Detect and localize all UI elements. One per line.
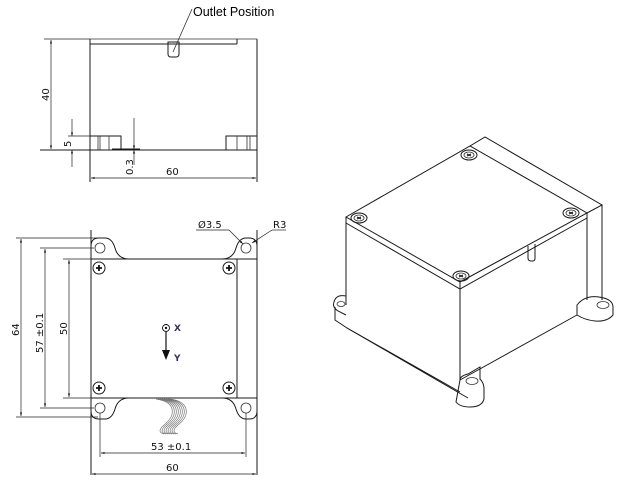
iso-outlet [527,244,536,262]
corner-radius-label: R3 [273,220,286,231]
screw-icon [92,261,106,275]
body-height-50-dim: 50 [59,322,70,335]
screw-icon [460,149,478,161]
outlet-position-label: Outlet Position [193,5,274,19]
screw-icon [222,381,236,395]
axis-indicator: X Y [162,324,181,364]
outlet-shape [167,41,180,58]
iso-flange-right [576,296,614,322]
hole-pitch-53-dim: 53 ±0.1 [151,442,191,453]
iso-flange-front [455,366,485,408]
screw-icon [562,207,580,219]
hole-diameter-label: Ø3.5 [198,219,222,231]
lid-top-face [344,145,589,283]
axis-y-label: Y [173,354,181,364]
screw-icon [222,261,236,275]
isometric-view [333,136,614,408]
screw-icon [350,212,368,224]
top-view: X Y Ø3.5 R3 64 57 ±0.1 50 53 ±0.1 6 [11,219,286,476]
cable-bundle [155,398,187,435]
flange-bottom-right [221,397,258,420]
side-view: Outlet Position 40 5 0.3 60 [40,5,274,182]
mount-hole-top-right [240,242,252,254]
hole-pitch-57-dim: 57 ±0.1 [35,313,46,353]
screw-icon [452,270,470,282]
gap-0-3-dim: 0.3 [125,159,136,175]
height-40-dim: 40 [41,88,52,101]
outer-height-64-dim: 64 [11,323,22,336]
flange-bottom-left [90,397,130,420]
outlet-leader [172,8,193,53]
iso-flange-left [333,295,347,316]
mount-hole-bottom-right [240,402,252,414]
flange-top-right [221,237,258,260]
flange-top-left [90,237,130,260]
width-60-dim-side: 60 [166,167,179,178]
flange-5-dim: 5 [63,141,74,147]
axis-x-label: X [174,324,181,334]
screw-icon [92,381,106,395]
mount-hole-bottom-left [94,402,106,414]
mount-hole-top-left [94,242,106,254]
width-60-dim-top: 60 [166,463,179,474]
